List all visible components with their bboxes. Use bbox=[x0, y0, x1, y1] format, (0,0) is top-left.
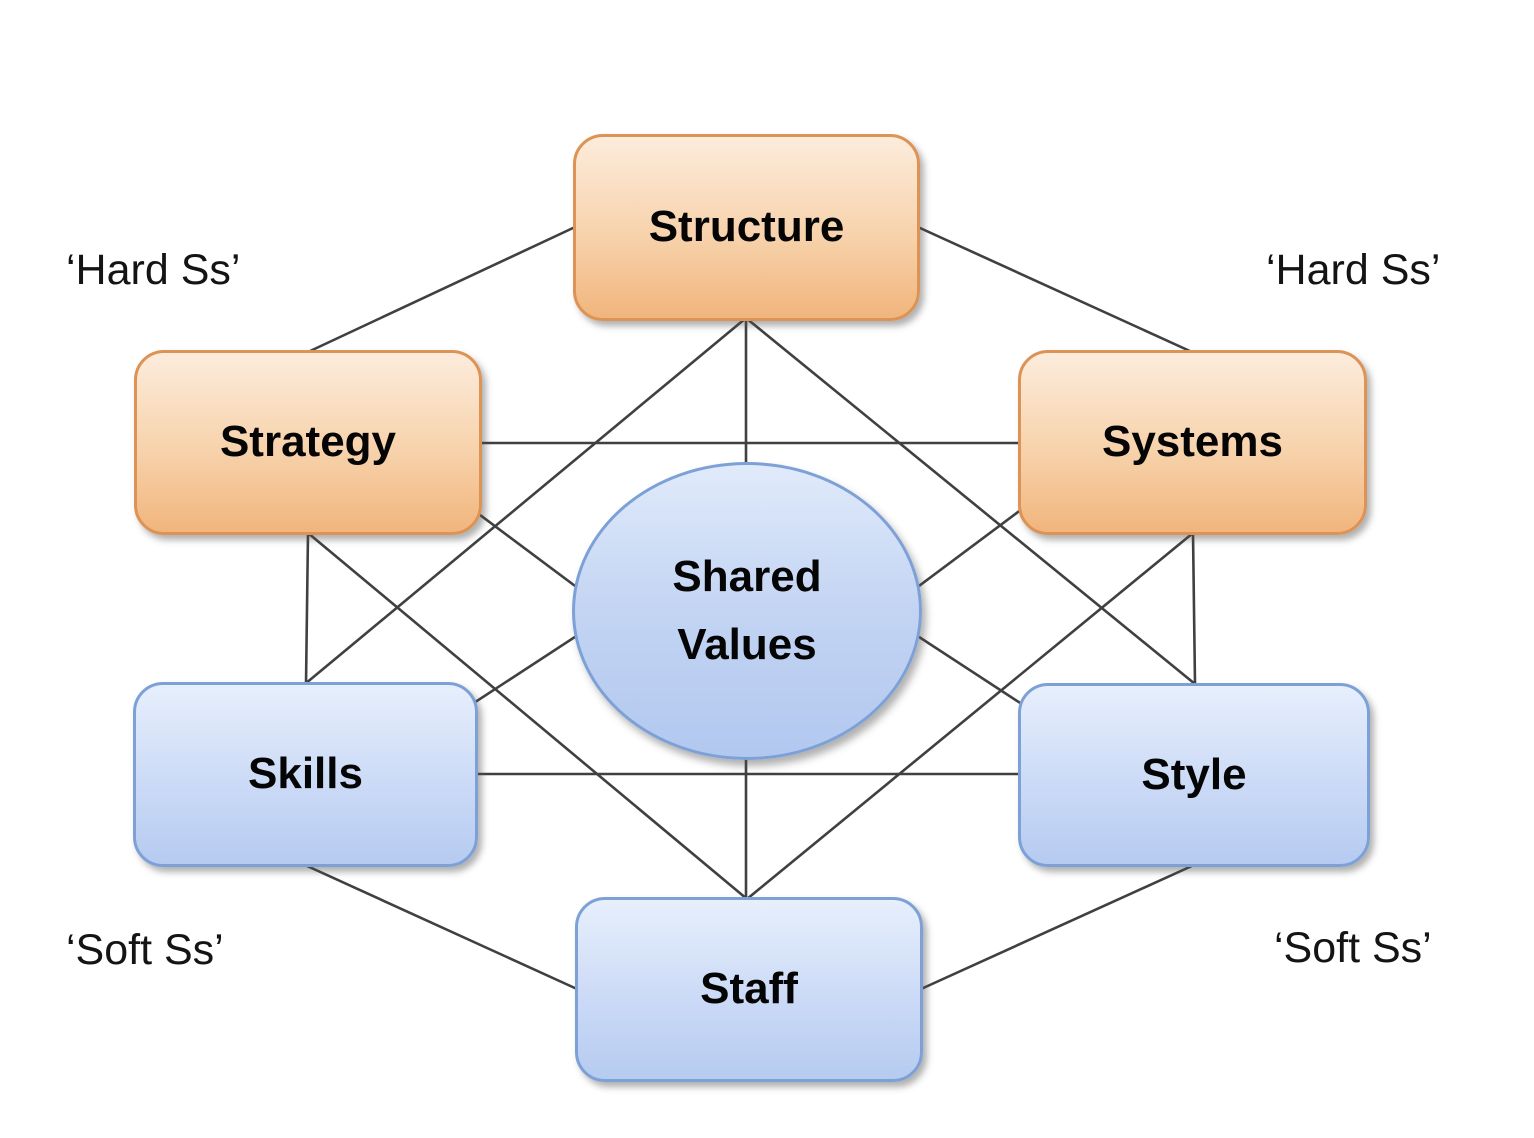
connector-skills-staff bbox=[303, 863, 579, 991]
node-staff: Staff bbox=[575, 897, 923, 1082]
connector-systems-style bbox=[1191, 531, 1197, 686]
node-style-label: Style bbox=[1141, 749, 1247, 799]
connector-structure-style bbox=[744, 316, 1197, 686]
node-style: Style bbox=[1018, 683, 1370, 867]
annotation-hard-ss-left: ‘Hard Ss’ bbox=[66, 246, 241, 294]
connector-structure-systems bbox=[918, 226, 1194, 354]
node-structure-label: Structure bbox=[648, 202, 845, 252]
node-strategy-label: Strategy bbox=[219, 417, 397, 467]
annotation-hard-ss-right: ‘Hard Ss’ bbox=[1266, 246, 1441, 294]
node-shared-values-label: Shared Values bbox=[672, 552, 822, 669]
node-strategy: Strategy bbox=[134, 350, 482, 535]
node-structure: Structure bbox=[573, 134, 920, 321]
node-systems-label: Systems bbox=[1101, 417, 1283, 467]
node-skills-label: Skills bbox=[248, 749, 363, 799]
connector-style-staff bbox=[919, 863, 1196, 991]
node-staff-label: Staff bbox=[700, 964, 798, 1014]
annotation-soft-ss-left: ‘Soft Ss’ bbox=[66, 926, 224, 974]
annotation-soft-ss-right: ‘Soft Ss’ bbox=[1274, 924, 1432, 972]
connector-structure-strategy bbox=[306, 226, 575, 354]
connector-structure-skills bbox=[303, 316, 748, 686]
node-shared-values: Shared Values bbox=[572, 462, 922, 760]
node-skills: Skills bbox=[133, 682, 478, 867]
connector-strategy-staff bbox=[306, 531, 749, 901]
connector-systems-staff bbox=[745, 531, 1195, 901]
connector-strategy-skills bbox=[304, 531, 310, 686]
node-systems: Systems bbox=[1018, 350, 1367, 535]
